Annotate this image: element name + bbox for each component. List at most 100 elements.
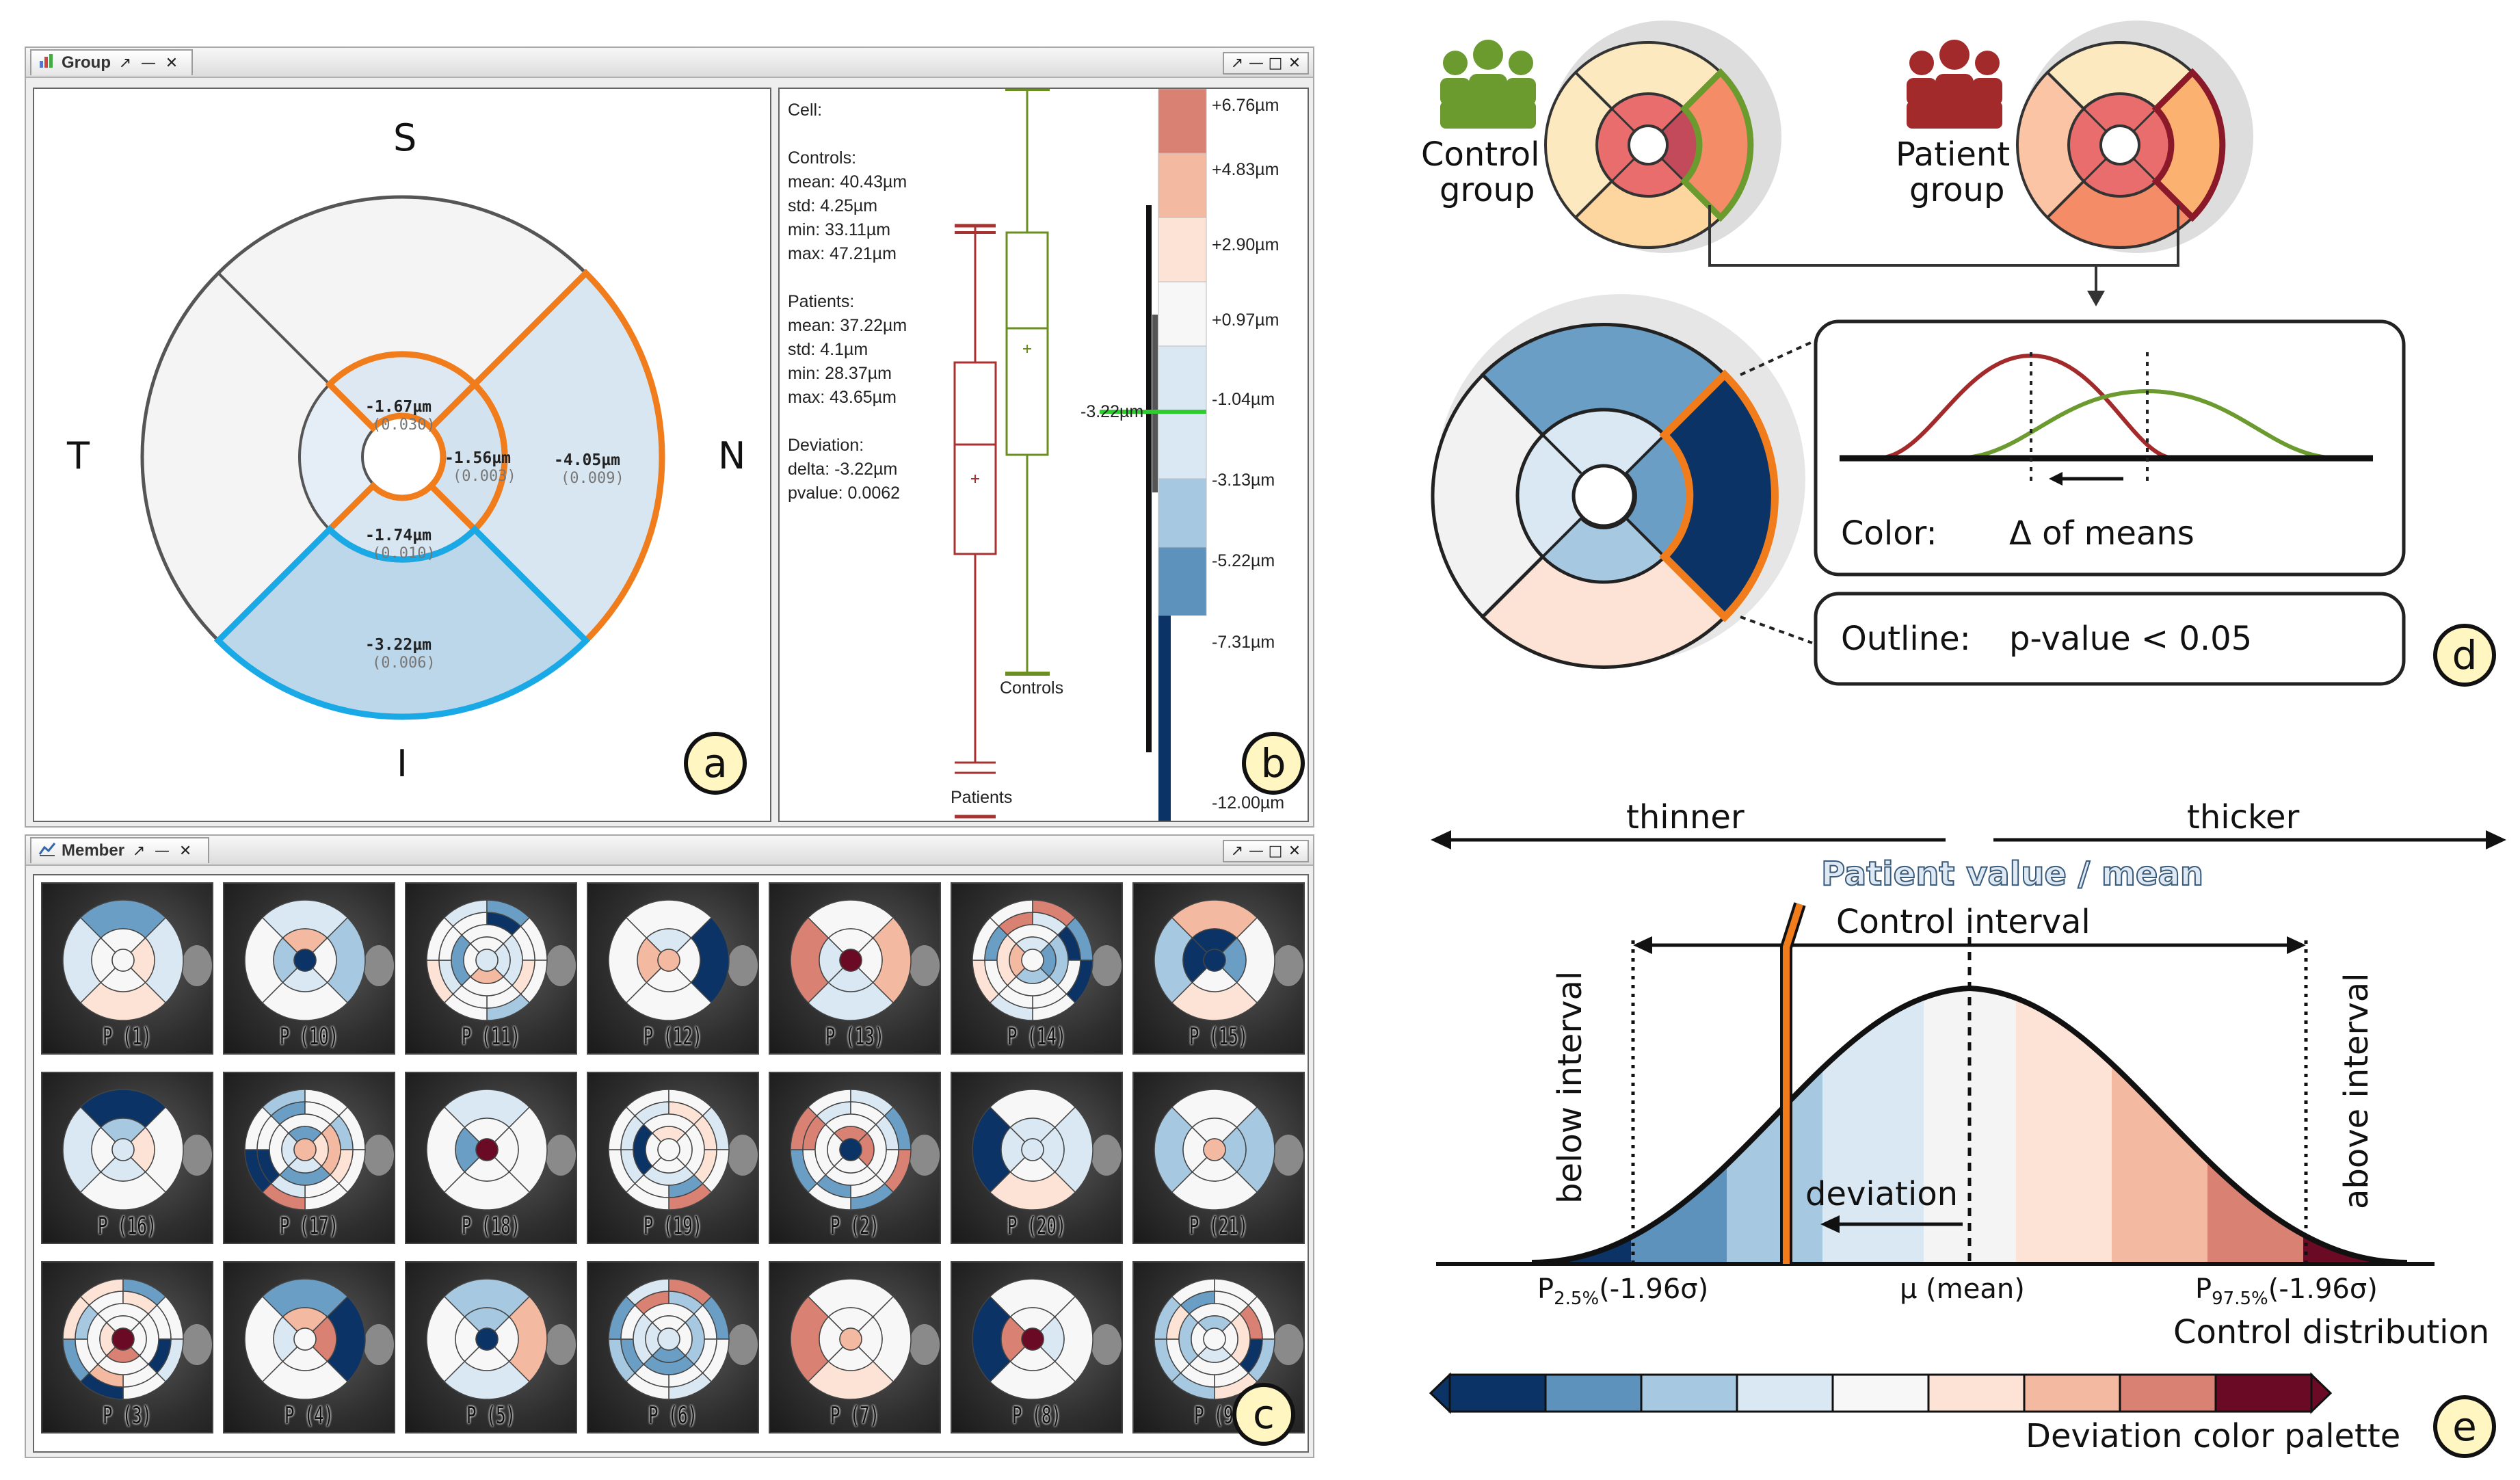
group-sector-panel[interactable]: S T N I -1.67µm (0.030) -1.56µm (0.003) … [33, 88, 771, 822]
patient-thumbnail[interactable]: P (16) [41, 1072, 213, 1244]
patients-std: std: 4.1µm [788, 340, 868, 359]
palette-swatch [2023, 1373, 2121, 1413]
patient-thumbnail-label: P (8) [1012, 1402, 1061, 1429]
patient-value-label: Patient value / mean [1820, 854, 2204, 894]
controls-min: min: 33.11µm [788, 220, 891, 239]
sector-p-inferior-inner: (0.010) [372, 545, 436, 562]
patient-sector-map [244, 1278, 394, 1400]
patient-thumbnail[interactable]: P (21) [1132, 1072, 1305, 1244]
minimize-icon[interactable]: — [1249, 843, 1264, 860]
color-legend-label: Color: [1841, 514, 1937, 553]
sector-value-superior-inner: -1.67µm [365, 398, 432, 416]
boxplot-and-scale [953, 89, 1207, 821]
sector-p-nasal-outer: (0.009) [561, 470, 624, 487]
control-group-label-1: Control [1421, 135, 1540, 174]
group-tab-title: Group [62, 53, 111, 72]
patient-group-disc [2016, 21, 2253, 253]
group-sector-chart[interactable] [34, 89, 770, 821]
patient-thumbnail[interactable]: P (1) [41, 882, 213, 1055]
patient-sector-map [244, 1089, 394, 1211]
detach-icon[interactable]: ↗ [118, 54, 132, 72]
patient-sector-map [972, 1278, 1122, 1400]
minimize-icon[interactable]: — [1249, 55, 1264, 72]
detach-icon[interactable]: ↗ [132, 842, 146, 860]
line-chart-icon [38, 841, 56, 862]
group-titlebar [26, 48, 1313, 78]
detach-icon[interactable]: ↗ [1230, 843, 1244, 860]
group-right-controls: ↗ — □ ✕ [1223, 52, 1309, 75]
palette-left-cap [1429, 1372, 1451, 1414]
patients-mean: mean: 37.22µm [788, 316, 907, 335]
close-icon[interactable]: ✕ [1288, 843, 1301, 860]
patient-thumbnail-label: P (6) [648, 1402, 698, 1429]
patient-sector-map [426, 899, 576, 1021]
controls-max: max: 47.21µm [788, 244, 897, 263]
direction-inferior: I [397, 742, 408, 785]
color-legend-box [1814, 319, 2406, 577]
patient-thumbnail[interactable]: P (14) [951, 882, 1123, 1055]
close-icon[interactable]: ✕ [165, 54, 178, 72]
patient-thumbnail-label: P (11) [462, 1023, 520, 1050]
patient-thumbnail[interactable]: P (5) [405, 1261, 577, 1433]
sector-value-inferior-outer: -3.22µm [365, 636, 432, 654]
close-icon[interactable]: ✕ [1288, 55, 1301, 72]
patient-thumbnail[interactable]: P (19) [587, 1072, 759, 1244]
below-interval-label: below interval [1551, 970, 1589, 1204]
patient-thumbnail[interactable]: P (7) [769, 1261, 941, 1433]
panel-badge-e: e [2433, 1395, 2496, 1458]
minimize-icon[interactable]: — [141, 54, 156, 72]
deviation-palette-bar [1429, 1372, 2333, 1414]
palette-swatch [1544, 1373, 1643, 1413]
marker-value: -3.22µm [1080, 402, 1144, 421]
member-tab-title: Member [62, 841, 125, 860]
outline-legend-box [1814, 592, 2406, 686]
patient-thumbnail[interactable]: P (15) [1132, 882, 1305, 1055]
patients-heading: Patients: [788, 292, 855, 311]
patient-thumbnail-label: P (12) [644, 1023, 702, 1050]
boxplot-controls-label: Controls [1000, 678, 1064, 698]
group-tab[interactable]: Group ↗ — ✕ [30, 49, 193, 75]
group-window: Group ↗ — ✕ ↗ — □ ✕ [25, 47, 1314, 828]
patients-max: max: 43.65µm [788, 388, 897, 407]
patient-thumbnail[interactable]: P (11) [405, 882, 577, 1055]
thicker-label: thicker [2187, 798, 2300, 836]
patient-thumbnail[interactable]: P (2) [769, 1072, 941, 1244]
patient-thumbnail[interactable]: P (10) [223, 882, 395, 1055]
detach-icon[interactable]: ↗ [1230, 55, 1244, 72]
patient-thumbnail-label: P (14) [1007, 1023, 1066, 1050]
deviation-delta: delta: -3.22µm [788, 460, 898, 479]
patient-thumbnail-label: P (20) [1007, 1213, 1066, 1240]
controls-std: std: 4.25µm [788, 196, 878, 215]
maximize-icon[interactable]: □ [1268, 843, 1283, 860]
p-high-sub: 97.5% [2212, 1289, 2268, 1309]
patient-thumbnail[interactable]: P (18) [405, 1072, 577, 1244]
patient-thumbnail[interactable]: P (17) [223, 1072, 395, 1244]
scale-label-6: -5.22µm [1212, 551, 1275, 570]
patient-thumbnail[interactable]: P (12) [587, 882, 759, 1055]
patient-thumbnail[interactable]: P (13) [769, 882, 941, 1055]
patient-sector-map [62, 899, 212, 1021]
patient-thumbnail[interactable]: P (6) [587, 1261, 759, 1433]
close-icon[interactable]: ✕ [178, 842, 192, 860]
boxplot-patients-label: Patients [951, 788, 1013, 807]
minimize-icon[interactable]: — [155, 842, 170, 860]
down-arrow-icon [2087, 291, 2105, 306]
cell-stats-panel[interactable]: Cell: Controls: mean: 40.43µm std: 4.25µ… [778, 88, 1309, 822]
maximize-icon[interactable]: □ [1268, 55, 1283, 72]
direction-nasal: N [718, 434, 746, 477]
patient-sector-map [608, 1278, 758, 1400]
patient-thumbnail[interactable]: P (3) [41, 1261, 213, 1433]
patient-thumbnail[interactable]: P (4) [223, 1261, 395, 1433]
patient-thumbnail[interactable]: P (20) [951, 1072, 1123, 1244]
p-high-letter: P [2195, 1273, 2212, 1305]
mu-label: μ (mean) [1900, 1273, 2025, 1305]
patient-thumbnail-label: P (15) [1189, 1023, 1248, 1050]
patient-sector-map [608, 1089, 758, 1211]
patient-thumbnail[interactable]: P (8) [951, 1261, 1123, 1433]
member-tab[interactable]: Member ↗ — ✕ [30, 837, 209, 863]
control-group-disc [1544, 21, 1781, 253]
above-interval-label: above interval [2337, 973, 2376, 1209]
bar-chart-icon [38, 53, 56, 74]
patient-sector-map [790, 899, 940, 1021]
sector-p-inferior-outer: (0.006) [372, 655, 436, 672]
